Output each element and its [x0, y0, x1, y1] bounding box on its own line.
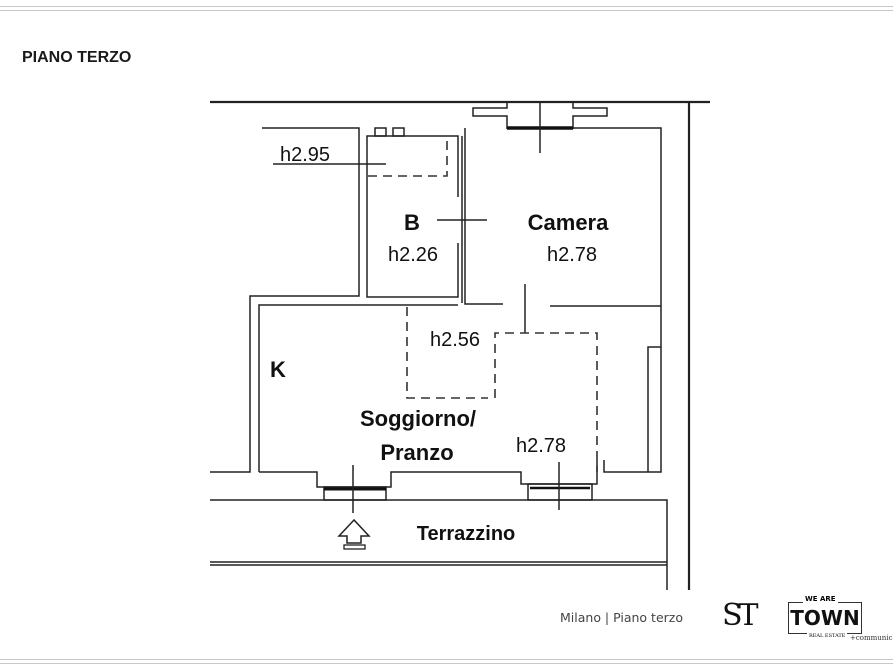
top-border: [0, 6, 893, 11]
bedroom-walls: [464, 127, 662, 333]
living-label-line1: Soggiorno/: [360, 406, 476, 431]
attic-height: h2.95: [280, 144, 330, 166]
bottom-border: [0, 659, 893, 664]
bedroom-label: Camera: [528, 210, 609, 235]
living-height-a: h2.56: [430, 329, 480, 351]
bedroom-window: [472, 103, 608, 153]
terrace-walls: [210, 499, 668, 590]
page-title: PIANO TERZO: [22, 49, 132, 66]
terrace-label: Terrazzino: [417, 523, 516, 545]
caption: Milano | Piano terzo: [560, 610, 683, 625]
bathroom-walls: [366, 127, 487, 303]
kitchen-label: K: [270, 357, 286, 382]
outer-walls: [210, 100, 710, 590]
st-logo: ST: [722, 598, 759, 633]
living-walls: [258, 304, 662, 513]
town-logo-sub: REAL ESTATE: [807, 633, 848, 639]
living-label-line2: Pranzo: [380, 440, 453, 465]
town-logo-main: TOWN: [790, 606, 860, 630]
town-logo: WE ARE TOWN REAL ESTATE: [788, 595, 862, 639]
town-logo-communication: +communication: [850, 634, 893, 642]
bathroom-height: h2.26: [388, 244, 438, 266]
living-height-b: h2.78: [516, 435, 566, 457]
bedroom-height: h2.78: [547, 244, 597, 266]
bathroom-label: B: [404, 210, 420, 235]
town-logo-top: WE ARE: [803, 595, 838, 603]
entrance-arrow-icon: [337, 518, 371, 550]
